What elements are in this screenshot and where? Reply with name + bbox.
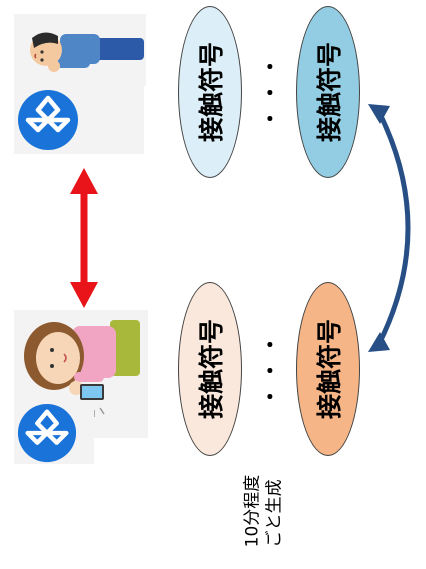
- woman-illustration-icon: [24, 320, 140, 417]
- share-curved-arrow-icon: [368, 104, 411, 352]
- bluetooth-icon: [17, 403, 77, 463]
- token-top-right: [296, 6, 360, 178]
- generation-note-line2: ごと生成: [264, 479, 285, 548]
- ellipsis-top: ・・・: [258, 50, 283, 128]
- token-bottom-left-label: 接触符号: [197, 318, 227, 420]
- person-top-card: [14, 14, 146, 86]
- bluetooth-bottom-card: [14, 400, 94, 464]
- generation-note: 10分程度 ごと生成: [228, 456, 298, 566]
- token-bottom-left: [178, 282, 242, 456]
- ellipsis-top-wrap: ・・・: [242, 50, 296, 128]
- generation-note-line1: 10分程度: [242, 474, 263, 548]
- token-top-left-label-wrap: 接触符号: [178, 6, 242, 178]
- exchange-double-arrow-icon: [70, 168, 98, 308]
- token-bottom-right-label: 接触符号: [315, 318, 345, 420]
- token-bottom-right: [296, 282, 360, 456]
- token-top-right-label-wrap: 接触符号: [296, 6, 360, 178]
- generation-note-text: 10分程度 ごと生成: [241, 475, 285, 548]
- ellipsis-bottom: ・・・: [258, 328, 283, 406]
- token-bottom-left-label-wrap: 接触符号: [178, 282, 242, 456]
- man-illustration-icon: [30, 32, 144, 72]
- token-top-left-label: 接触符号: [197, 41, 227, 143]
- token-bottom-right-label-wrap: 接触符号: [296, 282, 360, 456]
- token-top-right-label: 接触符号: [315, 41, 345, 143]
- token-top-left: [178, 6, 242, 178]
- ellipsis-bottom-wrap: ・・・: [242, 328, 296, 406]
- bluetooth-icon: [18, 90, 78, 150]
- bluetooth-top-card: [14, 86, 144, 154]
